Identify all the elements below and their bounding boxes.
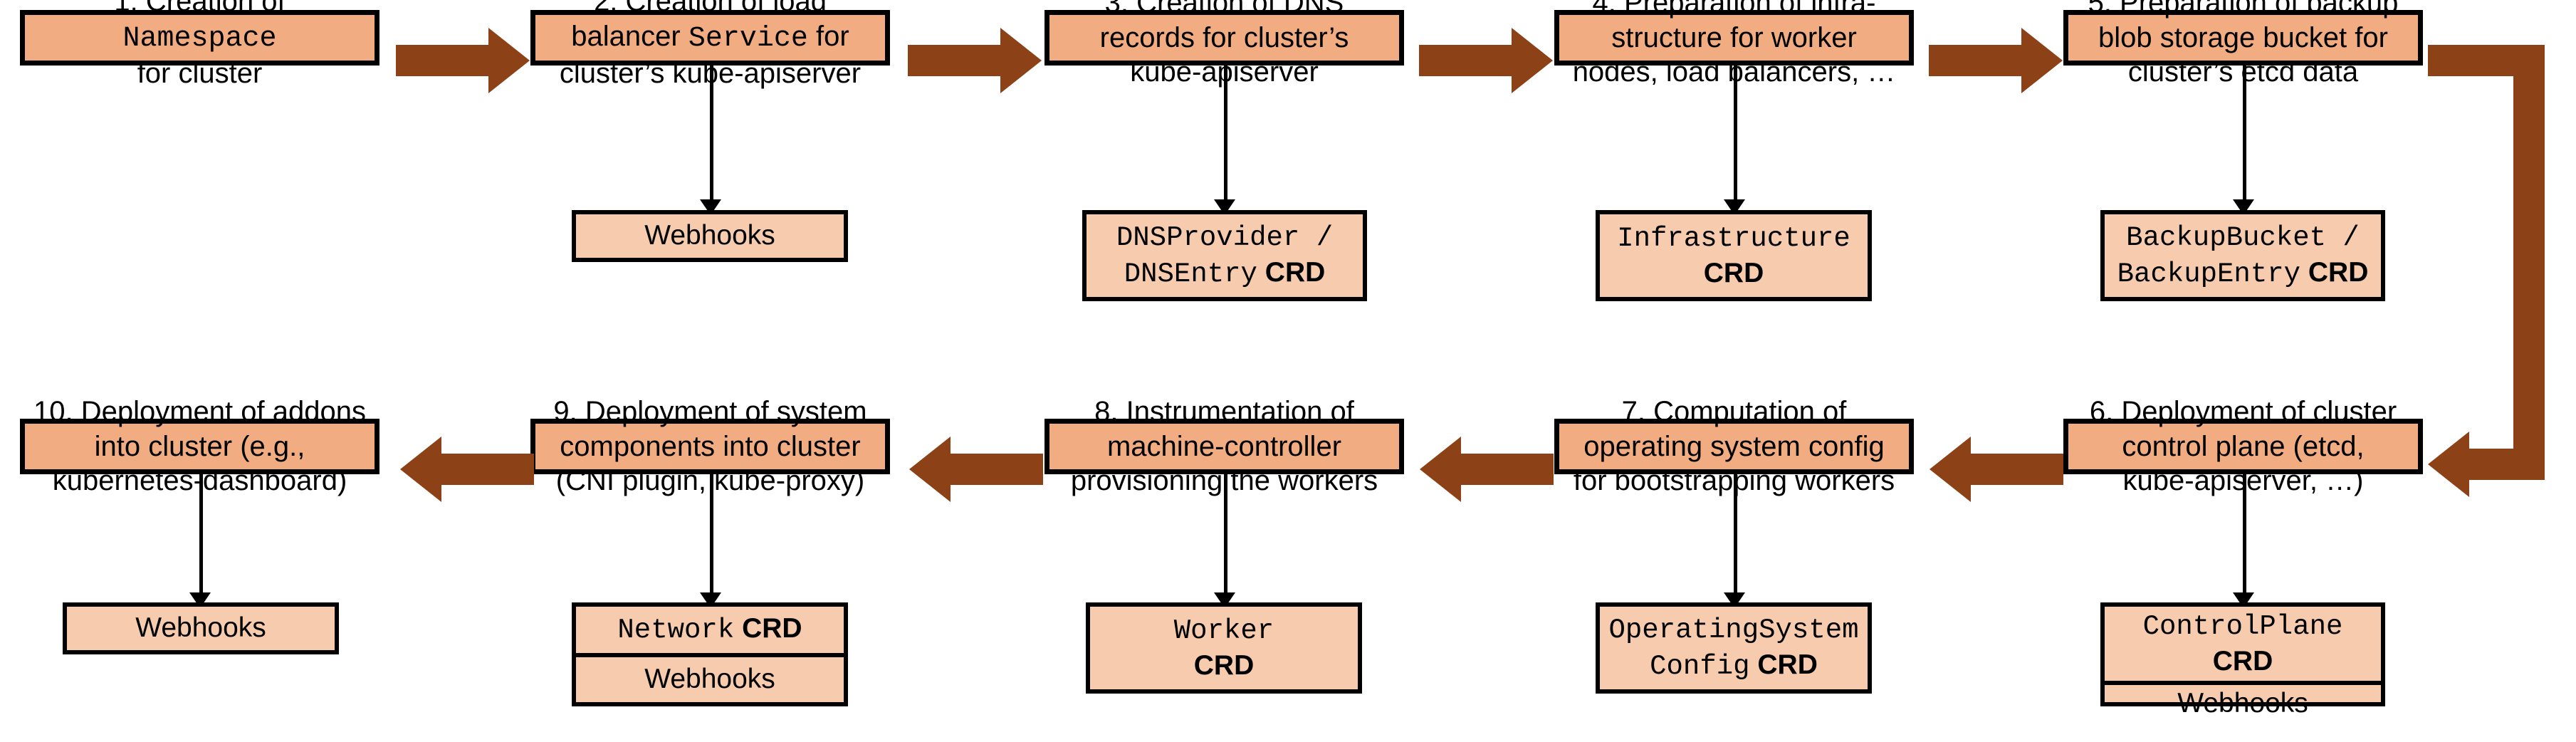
sub-box-webhooks-step-2[interactable]: Webhooks [572, 210, 848, 262]
connector-step-8 [1224, 474, 1227, 595]
elbow-arrow-head [2428, 432, 2469, 497]
connector-step-9 [710, 474, 713, 595]
sub-box-dns-crd-step-3[interactable]: DNSProvider /DNSEntry CRD [1082, 210, 1367, 301]
elbow-vertical [2513, 45, 2545, 480]
sub-cell-backup-crd: BackupBucket /BackupEntry CRD [2117, 222, 2369, 290]
sub-box-network-step-9[interactable]: Network CRD Webhooks [572, 602, 848, 706]
connector-step-7 [1734, 474, 1737, 595]
sub-cell-network-crd: Network CRD [617, 613, 802, 647]
sub-cell-webhooks: Webhooks [644, 220, 775, 251]
sub-box-backup-crd-step-5[interactable]: BackupBucket /BackupEntry CRD [2100, 210, 2385, 301]
connector-step-2 [710, 66, 713, 202]
sub-box-webhooks-step-10[interactable]: Webhooks [63, 602, 339, 654]
step-box-4[interactable]: 4. Preparation of infra-structure for wo… [1554, 0, 1914, 88]
sub-cell-controlplane-crd: ControlPlane CRD [2142, 611, 2343, 676]
elbow-horizontal-bottom [2469, 449, 2545, 480]
connector-step-3 [1224, 66, 1227, 202]
sub-cell-dns-crd: DNSProvider /DNSEntry CRD [1116, 222, 1334, 290]
connector-step-5 [2243, 66, 2246, 202]
connector-step-4 [1734, 66, 1737, 202]
sub-cell-controlplane-webhooks: Webhooks [2105, 680, 2381, 723]
sub-cell-webhooks-10: Webhooks [135, 612, 266, 644]
connector-step-10 [199, 474, 203, 595]
sub-cell-network-webhooks: Webhooks [576, 653, 844, 702]
sub-box-controlplane-step-6[interactable]: ControlPlane CRD Webhooks [2100, 602, 2385, 719]
connector-step-6 [2243, 474, 2246, 595]
